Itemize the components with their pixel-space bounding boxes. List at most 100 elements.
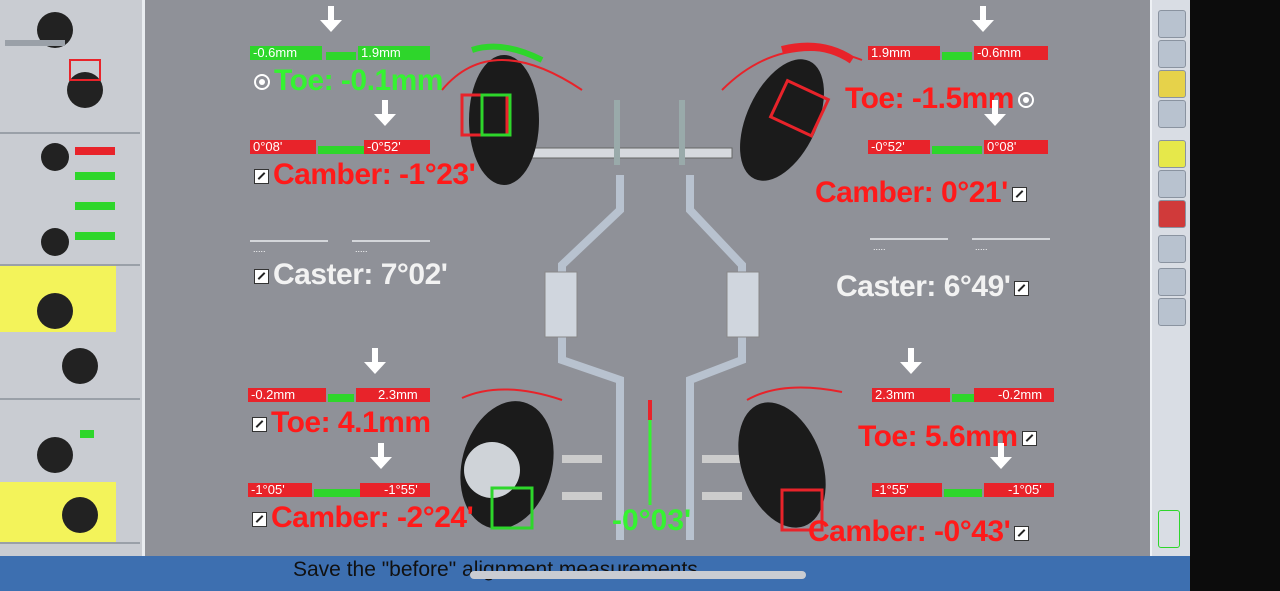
range-left: 0°08' — [250, 140, 316, 154]
car-thumbnail-icon — [37, 430, 98, 533]
range-left: 2.3mm — [872, 388, 950, 402]
toolbar-tool-icon[interactable] — [1158, 10, 1186, 38]
front-right-caster-value[interactable]: Caster: 6°49' — [836, 270, 1033, 304]
arrow-down-icon — [370, 443, 392, 469]
range-left: ..... — [870, 238, 948, 252]
car-status-icon[interactable] — [1158, 510, 1180, 548]
toolbar-tool-icon[interactable] — [1158, 70, 1186, 98]
right-toolbar — [1150, 0, 1190, 556]
arrow-down-icon — [972, 6, 994, 32]
rear-right-camber-value[interactable]: Camber: -0°43' — [808, 515, 1033, 549]
wheel-icon — [721, 42, 863, 181]
toolbar-tool-icon[interactable] — [1158, 298, 1186, 326]
range-right: -0.2mm — [974, 388, 1054, 402]
alignment-screen: -0.6mm 1.9mm Toe: -0.1mm 0°08' -0°52' Ca… — [0, 0, 1190, 591]
gauge-notch — [952, 394, 974, 402]
scrollbar[interactable] — [470, 571, 806, 579]
range-left: -0.6mm — [250, 46, 322, 60]
toe-gauge: -0.2mm 2.3mm — [248, 348, 430, 406]
camber-gauge: -1°05' -1°55' — [248, 443, 430, 501]
range-right: -0.6mm — [974, 46, 1048, 60]
vehicle-diagram — [441, 42, 863, 540]
toe-gauge: 1.9mm -0.6mm — [868, 6, 1048, 64]
range-right: -0°52' — [364, 140, 430, 154]
camber-gauge: -1°55' -1°05' — [872, 443, 1054, 501]
gauge-notch — [944, 489, 982, 497]
thumbnail-rear[interactable] — [0, 266, 140, 400]
edit-icon[interactable] — [1011, 186, 1027, 202]
caster-value[interactable]: Caster: 7°02' — [250, 258, 448, 292]
range-left: ..... — [250, 240, 328, 254]
rear-right-toe-value[interactable]: Toe: 5.6mm — [858, 420, 1041, 454]
thrust-angle-value: -0°03' — [612, 504, 692, 537]
camber-value[interactable]: Camber: -2°24' — [248, 501, 474, 535]
toolbar-tool-icon[interactable] — [1158, 200, 1186, 228]
range-right: -1°55' — [360, 483, 430, 497]
front-right-caster: ..... ..... — [870, 232, 1050, 256]
car-thumbnail-icon — [5, 12, 103, 108]
gauge-notch — [326, 52, 356, 60]
edit-icon[interactable] — [252, 416, 267, 432]
car-thumbnail-icon — [37, 293, 98, 384]
range-left: -1°55' — [872, 483, 942, 497]
range-right: ..... — [972, 238, 1050, 252]
rear-right-camber: -1°55' -1°05' — [872, 443, 1054, 501]
front-right-toe: 1.9mm -0.6mm — [868, 6, 1048, 64]
toolbar-tool-icon[interactable] — [1158, 170, 1186, 198]
thumbnail-front[interactable] — [0, 0, 140, 134]
range-right: 1.9mm — [358, 46, 430, 60]
toe-value[interactable]: Toe: 4.1mm — [248, 406, 431, 440]
thumbnail-panel — [0, 0, 145, 556]
toolbar-tool-icon[interactable] — [1158, 140, 1186, 168]
arrow-down-icon — [900, 348, 922, 374]
toolbar-tool-icon[interactable] — [1158, 235, 1186, 263]
caster-gauge: ..... ..... — [870, 232, 1050, 256]
target-icon[interactable] — [1017, 92, 1034, 109]
toolbar-tool-icon[interactable] — [1158, 100, 1186, 128]
range-left: -0°52' — [868, 140, 930, 154]
edit-icon[interactable] — [1021, 430, 1037, 446]
gauge-notch — [318, 146, 364, 154]
arrow-down-icon — [320, 6, 342, 32]
gauge-notch — [328, 394, 354, 402]
thumbnail-full[interactable] — [0, 132, 140, 266]
edit-icon[interactable] — [252, 511, 267, 527]
rear-left-camber: -1°05' -1°55' Camber: -2°24' — [248, 443, 474, 535]
arrow-down-icon — [364, 348, 386, 374]
edit-icon[interactable] — [254, 168, 269, 184]
toe-value[interactable]: Toe: -0.1mm — [250, 64, 443, 98]
camber-value[interactable]: Camber: -1°23' — [250, 158, 476, 192]
gauge-notch — [932, 146, 982, 154]
range-left: 1.9mm — [868, 46, 940, 60]
front-right-camber-value[interactable]: Camber: 0°21' — [815, 176, 1031, 210]
range-right: ..... — [352, 240, 430, 254]
monitor-bezel — [1190, 0, 1280, 591]
gauge-notch — [314, 489, 360, 497]
range-right: 0°08' — [984, 140, 1048, 154]
edit-icon[interactable] — [254, 268, 269, 284]
front-left-caster: ..... ..... Caster: 7°02' — [250, 234, 448, 292]
front-right-toe-value[interactable]: Toe: -1.5mm — [845, 82, 1038, 116]
caster-gauge: ..... ..... — [250, 234, 430, 258]
range-left: -0.2mm — [248, 388, 326, 402]
wheel-icon — [460, 388, 563, 530]
toe-gauge: 2.3mm -0.2mm — [872, 348, 1054, 406]
target-icon[interactable] — [254, 74, 270, 91]
edit-icon[interactable] — [1014, 525, 1030, 541]
front-left-toe: -0.6mm 1.9mm Toe: -0.1mm — [250, 6, 443, 98]
toolbar-tool-icon[interactable] — [1158, 268, 1186, 296]
camber-gauge: -0°52' 0°08' — [868, 100, 1048, 158]
gauge-notch — [942, 52, 972, 60]
camber-gauge: 0°08' -0°52' — [250, 100, 430, 158]
front-left-camber: 0°08' -0°52' Camber: -1°23' — [250, 100, 476, 192]
arrow-down-icon — [990, 443, 1012, 469]
toolbar-tool-icon[interactable] — [1158, 40, 1186, 68]
toe-gauge: -0.6mm 1.9mm — [250, 6, 430, 64]
car-thumbnail-icon — [41, 143, 115, 256]
range-left: -1°05' — [248, 483, 312, 497]
edit-icon[interactable] — [1014, 280, 1030, 296]
rear-right-toe: 2.3mm -0.2mm — [872, 348, 1054, 406]
thumbnail-rear-2[interactable] — [0, 410, 140, 544]
arrow-down-icon — [984, 100, 1006, 126]
rear-left-toe: -0.2mm 2.3mm Toe: 4.1mm — [248, 348, 431, 440]
